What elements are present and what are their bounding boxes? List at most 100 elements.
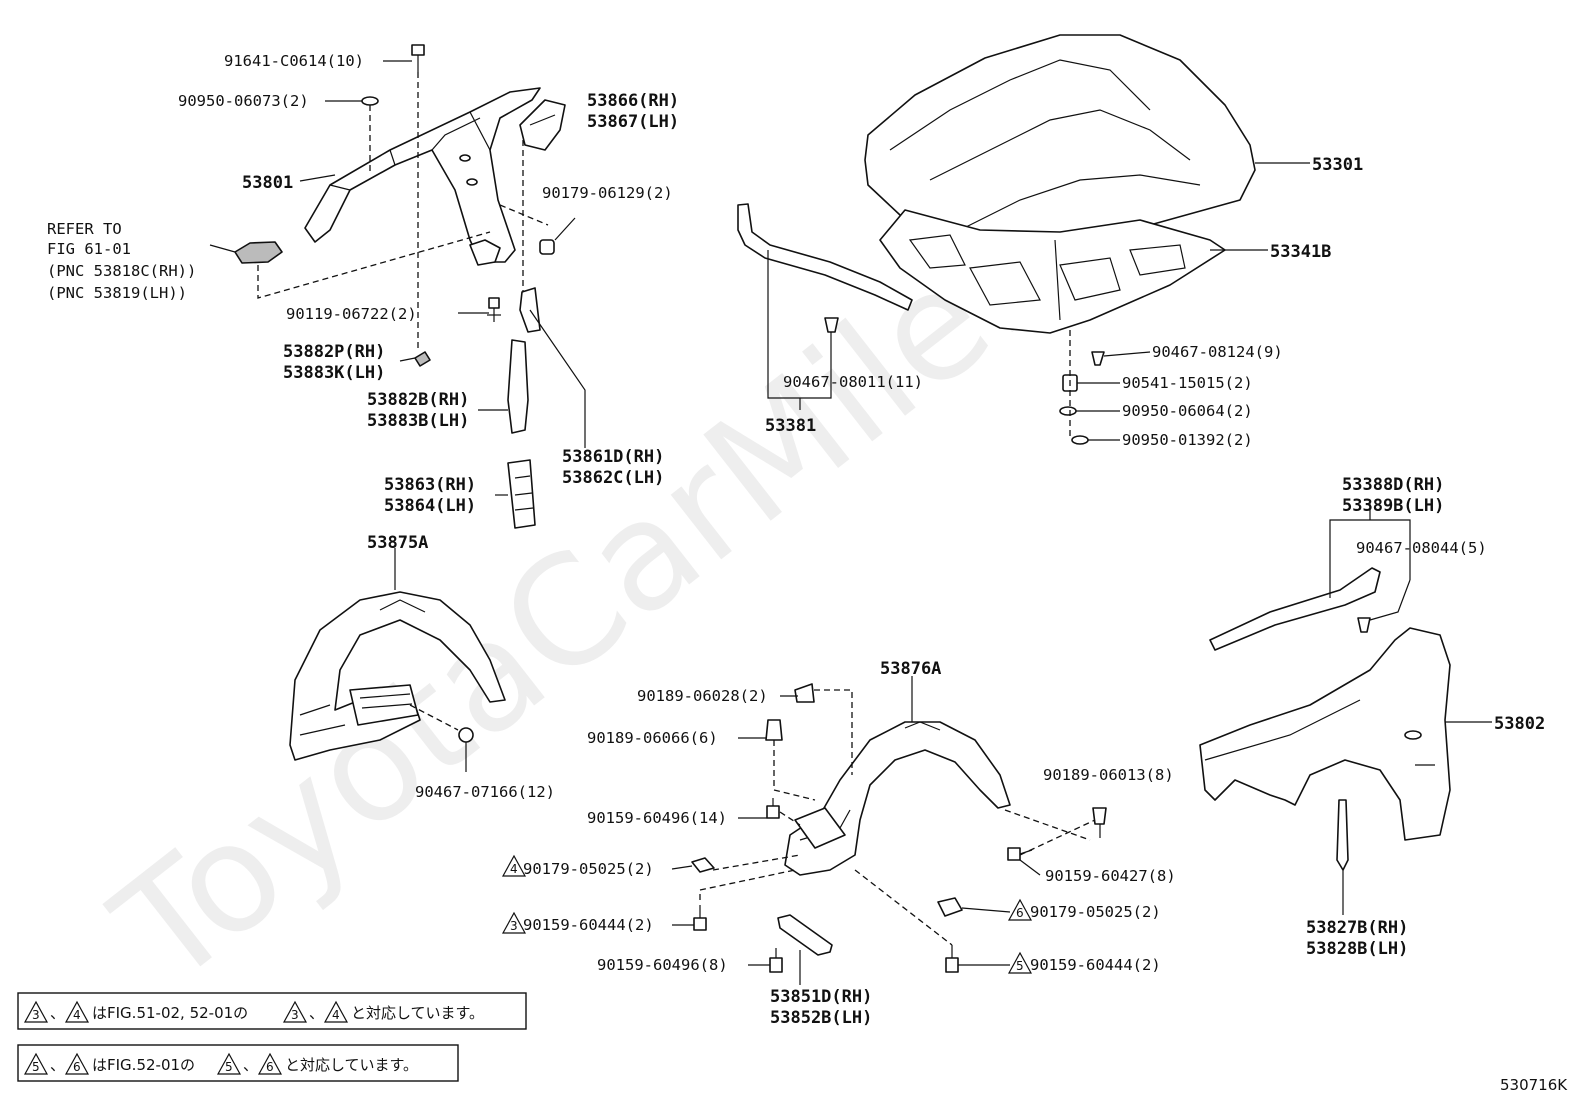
hood-53301 xyxy=(864,34,1256,251)
svg-text:4: 4 xyxy=(73,1008,81,1022)
label-53852B: 53852B(LH) xyxy=(770,1008,872,1028)
label-53863: 53863(RH) xyxy=(384,475,476,495)
label-53876A: 53876A xyxy=(880,659,941,679)
triangle-marker-4: 4 xyxy=(501,854,527,877)
label-53827B: 53827B(RH) xyxy=(1306,918,1408,938)
svg-text:、: 、 xyxy=(50,1056,65,1074)
label-90467-08011: 90467-08011(11) xyxy=(783,373,923,391)
bolt-90159-60444a-icon xyxy=(693,905,707,931)
note-2-text: はFIG.52-01の xyxy=(92,1056,195,1074)
label-90179-05025-right: 90179-05025(2) xyxy=(1030,903,1161,921)
svg-text:6: 6 xyxy=(73,1060,81,1074)
seal-53882B xyxy=(507,339,529,434)
label-53882P: 53882P(RH) xyxy=(283,342,385,362)
bracket-53866 xyxy=(519,99,566,151)
label-90467-08124: 90467-08124(9) xyxy=(1152,343,1283,361)
fender-liner-53876A xyxy=(784,721,1011,876)
clip-90467-08044-icon xyxy=(1357,617,1371,633)
label-91641: 91641-C0614(10) xyxy=(224,52,364,70)
fender-53802 xyxy=(1199,627,1451,841)
note-1-end: と対応しています。 xyxy=(351,1004,484,1022)
label-90189-06028: 90189-06028(2) xyxy=(637,687,768,705)
svg-text:、: 、 xyxy=(243,1056,258,1074)
svg-text:4: 4 xyxy=(332,1008,340,1022)
label-90189-06066: 90189-06066(6) xyxy=(587,729,718,747)
weatherstrip-53381 xyxy=(737,203,913,311)
svg-text:4: 4 xyxy=(510,862,518,876)
label-53301: 53301 xyxy=(1312,155,1363,175)
svg-text:5: 5 xyxy=(225,1060,233,1074)
label-53341B: 53341B xyxy=(1270,242,1331,262)
clip-90467-08011-icon xyxy=(824,317,839,368)
label-90467-07166: 90467-07166(12) xyxy=(415,783,555,801)
figure-id: 530716K xyxy=(1500,1076,1568,1094)
refer-line-3: (PNC 53818C(RH)) xyxy=(47,262,196,280)
label-90467-08044: 90467-08044(5) xyxy=(1356,539,1487,557)
fender-liner-53875A xyxy=(289,591,506,761)
label-53866: 53866(RH) xyxy=(587,91,679,111)
label-53883B: 53883B(LH) xyxy=(367,411,469,431)
label-90950-01392: 90950-01392(2) xyxy=(1122,431,1253,449)
refer-line-1: REFER TO xyxy=(47,220,122,238)
bolt-90159-60444b-icon xyxy=(945,945,959,973)
label-53882B: 53882B(RH) xyxy=(367,390,469,410)
label-53861D: 53861D(RH) xyxy=(562,447,664,467)
svg-text:6: 6 xyxy=(266,1060,274,1074)
note-2-end: と対応しています。 xyxy=(285,1056,418,1074)
hood-inner-53341B xyxy=(879,209,1226,334)
label-90189-06013: 90189-06013(8) xyxy=(1043,766,1174,784)
label-53864: 53864(LH) xyxy=(384,496,476,516)
svg-text:、: 、 xyxy=(50,1004,65,1022)
bolt-91641-icon xyxy=(411,44,425,72)
plug-90950-06064-icon xyxy=(1059,406,1077,416)
svg-text:、: 、 xyxy=(309,1004,324,1022)
plug-90950-01392-icon xyxy=(1071,435,1089,445)
svg-text:3: 3 xyxy=(291,1008,299,1022)
triangle-marker-3: 3 xyxy=(501,911,527,934)
bolt-90159-60496a-icon xyxy=(766,798,780,819)
label-90179-05025-left: 90179-05025(2) xyxy=(523,860,654,878)
svg-text:5: 5 xyxy=(1016,959,1024,973)
label-90159-60444-left: 90159-60444(2) xyxy=(523,916,654,934)
note-box-2: 5 、 6 はFIG.52-01の 5 、 6 と対応しています。 xyxy=(17,1044,459,1082)
nut-90179-05025b-icon xyxy=(937,897,963,917)
bracket-53851D xyxy=(777,914,833,956)
fender-apron-53801 xyxy=(304,87,541,266)
label-53828B: 53828B(LH) xyxy=(1306,939,1408,959)
bolt-90159-60427-icon xyxy=(1007,847,1033,861)
refer-line-2: FIG 61-01 xyxy=(47,240,131,258)
plug-90950-06073-icon xyxy=(361,96,379,106)
seal-53827B xyxy=(1336,799,1349,871)
label-90119: 90119-06722(2) xyxy=(286,305,417,323)
bolt-90159-60496b-icon xyxy=(769,948,783,973)
label-53862C: 53862C(LH) xyxy=(562,468,664,488)
label-53851D: 53851D(RH) xyxy=(770,987,872,1007)
svg-text:6: 6 xyxy=(1016,906,1024,920)
label-53883K: 53883K(LH) xyxy=(283,363,385,383)
moulding-53388D xyxy=(1209,567,1381,651)
seal-53863 xyxy=(507,459,536,529)
label-90950-06073: 90950-06073(2) xyxy=(178,92,309,110)
label-53875A: 53875A xyxy=(367,533,428,553)
nut-90179-05025a-icon xyxy=(691,857,715,873)
svg-text:3: 3 xyxy=(510,919,518,933)
label-90541: 90541-15015(2) xyxy=(1122,374,1253,392)
refer-bracket xyxy=(234,241,283,264)
triangle-marker-5: 5 xyxy=(1007,951,1033,974)
svg-text:3: 3 xyxy=(32,1008,40,1022)
clip-90189-06066-icon xyxy=(765,719,783,741)
label-90159-60444-right: 90159-60444(2) xyxy=(1030,956,1161,974)
clip-53882P-icon xyxy=(414,351,431,367)
label-90159-60427: 90159-60427(8) xyxy=(1045,867,1176,885)
clip-90467-07166-icon xyxy=(458,727,474,760)
triangle-marker-6: 6 xyxy=(1007,898,1033,921)
label-90159-60496-8: 90159-60496(8) xyxy=(597,956,728,974)
note-box-1: 3 、 4 はFIG.51-02, 52-01の 3 、 4 と対応しています。 xyxy=(17,992,527,1030)
refer-line-4: (PNC 53819(LH)) xyxy=(47,284,187,302)
label-53381: 53381 xyxy=(765,416,816,436)
label-53802: 53802 xyxy=(1494,714,1545,734)
svg-text:5: 5 xyxy=(32,1060,40,1074)
label-53388D: 53388D(RH) xyxy=(1342,475,1444,495)
clip-90189-06013-icon xyxy=(1092,807,1107,825)
